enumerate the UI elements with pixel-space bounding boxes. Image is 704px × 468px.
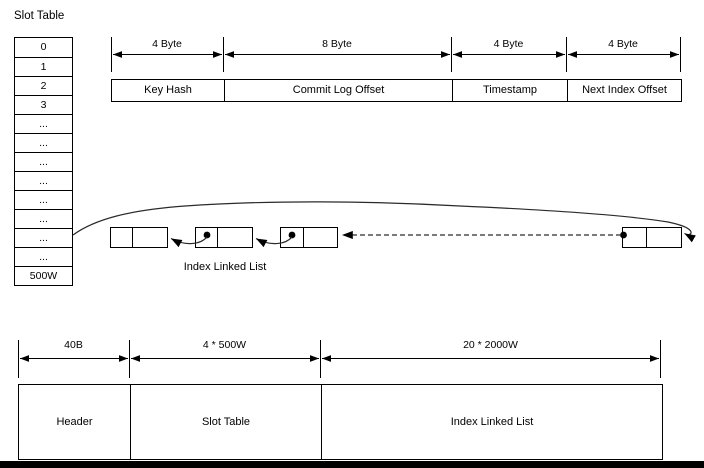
record-size-label: 8 Byte — [322, 38, 352, 50]
file-section-cell: Slot Table — [130, 385, 321, 459]
record-field-cell: Timestamp — [452, 80, 567, 101]
slot-row: ... — [15, 171, 72, 190]
slot-row: 3 — [15, 95, 72, 114]
record-size-label: 4 Byte — [152, 38, 182, 50]
slot-to-head-curve — [72, 201, 696, 243]
linked-list-nodes — [110, 227, 682, 248]
record-size-label: 4 Byte — [493, 38, 524, 50]
list-node — [110, 227, 168, 248]
slot-table: 0 1 2 3 ... ... ... ... ... ... ... ... … — [14, 37, 73, 286]
slot-table-title: Slot Table — [14, 10, 65, 22]
slot-row: ... — [15, 133, 72, 152]
slot-row: ... — [15, 209, 72, 228]
node-pointer-dot — [203, 231, 211, 239]
record-field-cell: Next Index Offset — [567, 80, 681, 101]
node-pointer-arrow — [255, 236, 293, 248]
slot-row: ... — [15, 114, 72, 133]
record-size-label: 4 Byte — [608, 38, 638, 50]
node-pointer-dot — [288, 231, 296, 239]
bottom-edge-bar — [0, 461, 704, 468]
slot-row: ... — [15, 152, 72, 171]
index-linked-list-label: Index Linked List — [183, 261, 267, 273]
file-section-size-label: 40B — [64, 339, 83, 351]
node-pointer-arrow — [170, 236, 208, 248]
record-fields-row: Key Hash Commit Log Offset Timestamp Nex… — [111, 79, 682, 102]
slot-row: ... — [15, 247, 72, 266]
list-node — [622, 227, 682, 248]
slot-row: 500W — [15, 266, 72, 285]
slot-row: ... — [15, 228, 72, 247]
slot-row: 2 — [15, 76, 72, 95]
slot-row: ... — [15, 190, 72, 209]
node-pointer-dots — [203, 231, 627, 239]
list-node — [280, 227, 338, 248]
slot-row: 1 — [15, 57, 72, 76]
node-pointer-dot — [620, 231, 627, 239]
file-layout-row: Header Slot Table Index Linked List — [18, 384, 663, 460]
file-section-cell: Header — [56, 416, 93, 428]
record-field-cell: Commit Log Offset — [224, 80, 452, 101]
file-section-size-label: 4 * 500W — [202, 339, 247, 351]
record-field-cell: Key Hash — [144, 84, 192, 96]
node-pointer-arrows — [170, 230, 621, 248]
file-section-cell: Index Linked List — [321, 385, 662, 459]
list-node — [195, 227, 253, 248]
slot-row: 0 — [40, 41, 47, 53]
file-section-size-label: 20 * 2000W — [463, 339, 518, 351]
